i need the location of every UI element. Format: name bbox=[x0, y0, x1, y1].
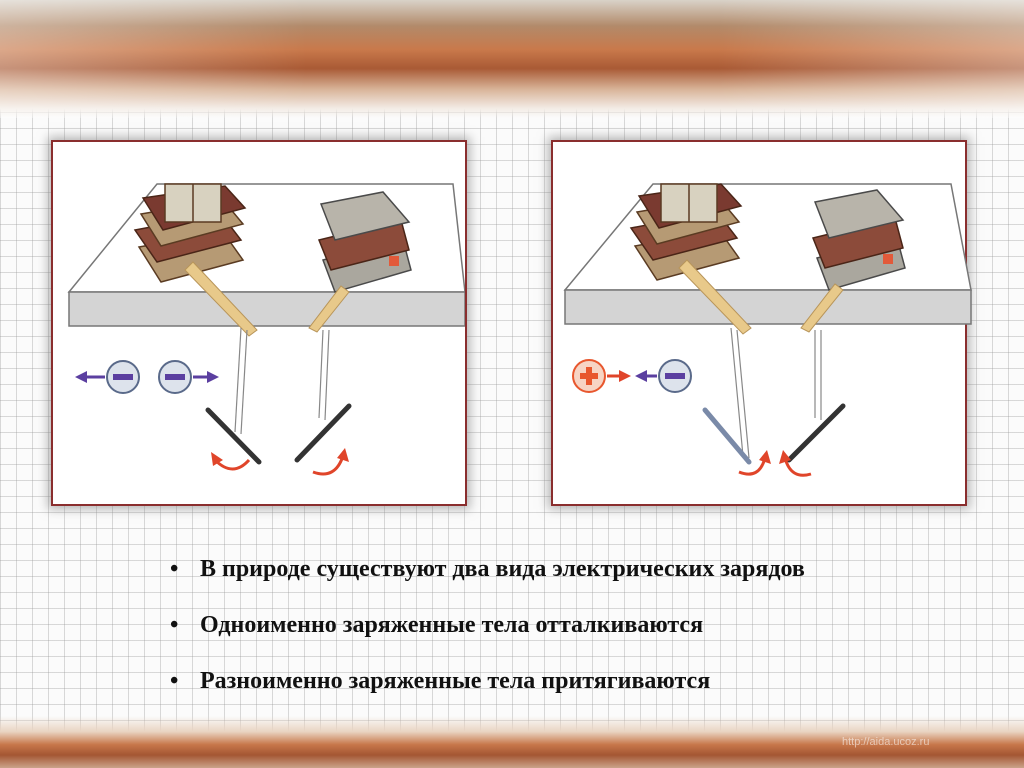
source-url: http://aida.ucoz.ru bbox=[842, 736, 930, 748]
footer-decorative-band bbox=[0, 716, 1024, 768]
bullet-text: В природе существуют два вида электричес… bbox=[200, 556, 805, 582]
book-stack-icon bbox=[317, 191, 412, 293]
charged-rod-right bbox=[786, 403, 846, 463]
charged-rod-left bbox=[702, 407, 752, 465]
rotation-arrow-icon bbox=[312, 448, 349, 476]
header-decorative-band bbox=[0, 0, 1024, 118]
minus-charge-icon bbox=[658, 359, 692, 393]
table-edge bbox=[68, 291, 465, 327]
book-stack-icon bbox=[629, 183, 743, 281]
rotation-arrow-icon bbox=[738, 450, 771, 476]
minus-charge-icon bbox=[106, 360, 140, 394]
bullet-marker: • bbox=[170, 556, 179, 582]
rotation-arrow-icon bbox=[779, 450, 812, 477]
charged-rod-right bbox=[294, 403, 352, 463]
bullet-marker: • bbox=[170, 668, 179, 694]
bullet-text: Одноименно заряженные тела отталкиваются bbox=[200, 612, 704, 638]
book-stack-icon bbox=[133, 183, 247, 283]
bullet-text: Разноименно заряженные тела притягиваютс… bbox=[200, 668, 711, 694]
bullet-marker: • bbox=[170, 612, 179, 638]
bullet-item: • Одноименно заряженные тела отталкиваютс… bbox=[170, 608, 805, 664]
book-stack-icon bbox=[811, 189, 906, 291]
table-top bbox=[563, 183, 972, 291]
bullet-item: • В природе существуют два вида электриче… bbox=[170, 552, 805, 608]
rotation-arrow-icon bbox=[211, 452, 251, 471]
bullet-list: • В природе существуют два вида электриче… bbox=[170, 552, 805, 720]
table-edge bbox=[564, 289, 972, 325]
charged-rod-left bbox=[205, 407, 262, 465]
attraction-diagram-panel bbox=[551, 140, 972, 506]
plus-charge-icon bbox=[572, 359, 606, 393]
bullet-item: • Разноименно заряженные тела притягивают… bbox=[170, 664, 805, 720]
attraction-diagram bbox=[563, 183, 972, 477]
repulsion-diagram bbox=[67, 183, 465, 476]
repulsion-diagram-panel bbox=[51, 140, 467, 506]
minus-charge-icon bbox=[158, 360, 192, 394]
